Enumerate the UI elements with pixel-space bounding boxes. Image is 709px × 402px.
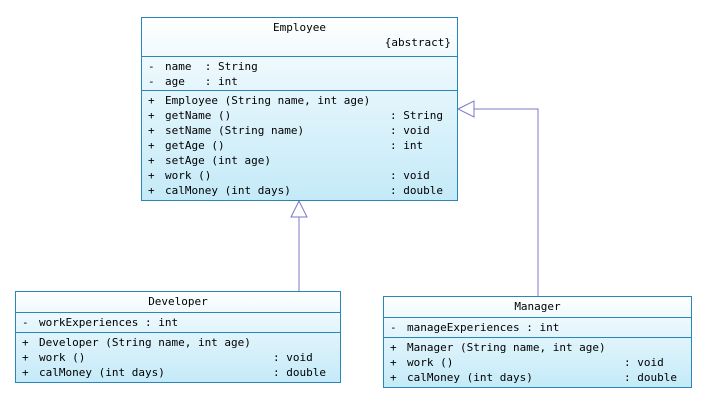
- operation-row: + Developer (String name, int age): [22, 335, 330, 350]
- operation-return-type: : double: [273, 366, 326, 379]
- visibility-marker: +: [22, 336, 29, 349]
- operation-row: + calMoney (int days) : double: [148, 183, 447, 198]
- visibility-marker: +: [390, 341, 397, 354]
- operation-row: + Employee (String name, int age): [148, 93, 447, 108]
- visibility-marker: +: [148, 139, 155, 152]
- visibility-marker: -: [148, 75, 155, 88]
- attribute-name: workExperiences : int: [39, 316, 179, 329]
- manager-operations: + Manager (String name, int age) + work ()…: [384, 337, 691, 387]
- operation-signature: getAge (): [165, 139, 225, 152]
- operation-return-type: [390, 93, 447, 108]
- employee-class-name: Employee: [273, 21, 326, 34]
- operation-row: + work () : void: [22, 350, 330, 365]
- visibility-marker: -: [390, 321, 397, 334]
- operation-return-type: : void: [390, 124, 430, 137]
- developer-class[interactable]: Developer - workExperiences : int + Devel…: [15, 291, 341, 383]
- employee-operations: + Employee (String name, int age) + getNam…: [142, 90, 457, 200]
- operation-signature: getName (): [165, 109, 232, 122]
- operation-return-type: : double: [624, 371, 677, 384]
- visibility-marker: +: [148, 184, 155, 197]
- operation-row: + getName () : String: [148, 108, 447, 123]
- operation-row: + setAge (int age): [148, 153, 447, 168]
- employee-class[interactable]: Employee {abstract} - name : String - ag…: [141, 17, 458, 201]
- attribute-name: manageExperiences : int: [407, 321, 560, 334]
- operation-return-type: [273, 335, 330, 350]
- operation-return-type: : double: [390, 184, 443, 197]
- visibility-marker: -: [148, 60, 155, 73]
- operation-return-type: : void: [273, 351, 313, 364]
- attribute-name: age : int: [165, 75, 238, 88]
- operation-signature: work (): [39, 351, 86, 364]
- manager-header: Manager: [384, 297, 691, 317]
- visibility-marker: +: [148, 94, 155, 107]
- operation-signature: setName (String name): [165, 124, 305, 137]
- visibility-marker: +: [148, 154, 155, 167]
- operation-row: + calMoney (int days) : double: [390, 370, 681, 385]
- manager-attributes: - manageExperiences : int: [384, 317, 691, 337]
- operation-return-type: : String: [390, 109, 443, 122]
- operation-signature: Manager (String name, int age): [407, 341, 606, 354]
- manager-inheritance-line: [474, 108, 539, 296]
- visibility-marker: +: [22, 351, 29, 364]
- operation-return-type: : void: [624, 356, 664, 369]
- operation-signature: setAge (int age): [165, 154, 271, 167]
- operation-signature: Developer (String name, int age): [39, 336, 251, 349]
- visibility-marker: +: [390, 356, 397, 369]
- operation-row: + work () : void: [390, 355, 681, 370]
- visibility-marker: -: [22, 316, 29, 329]
- developer-class-name: Developer: [148, 295, 208, 308]
- developer-attributes: - workExperiences : int: [16, 312, 340, 332]
- employee-attributes: - name : String - age : int: [142, 56, 457, 90]
- operation-signature: calMoney (int days): [407, 371, 533, 384]
- developer-inheritance-arrowhead: [290, 199, 308, 218]
- manager-class[interactable]: Manager - manageExperiences : int + Manag…: [383, 296, 692, 388]
- employee-header: Employee {abstract}: [142, 18, 457, 56]
- operation-row: + calMoney (int days) : double: [22, 365, 330, 380]
- visibility-marker: +: [390, 371, 397, 384]
- operation-row: + Manager (String name, int age): [390, 340, 681, 355]
- attribute-row: - manageExperiences : int: [390, 320, 685, 335]
- operation-signature: calMoney (int days): [165, 184, 291, 197]
- visibility-marker: +: [148, 124, 155, 137]
- manager-inheritance-arrowhead: [456, 100, 475, 118]
- operation-return-type: : void: [390, 169, 430, 182]
- attribute-row: - name : String: [148, 59, 451, 74]
- visibility-marker: +: [148, 169, 155, 182]
- attribute-name: name : String: [165, 60, 258, 73]
- developer-header: Developer: [16, 292, 340, 312]
- operation-return-type: [390, 153, 447, 168]
- visibility-marker: +: [22, 366, 29, 379]
- attribute-row: - age : int: [148, 74, 451, 89]
- operation-signature: Employee (String name, int age): [165, 94, 371, 107]
- operation-signature: calMoney (int days): [39, 366, 165, 379]
- operation-row: + work () : void: [148, 168, 447, 183]
- operation-return-type: : int: [390, 139, 424, 152]
- developer-operations: + Developer (String name, int age) + work …: [16, 332, 340, 382]
- attribute-row: - workExperiences : int: [22, 315, 334, 330]
- employee-stereotype: {abstract}: [384, 36, 451, 49]
- operation-signature: work (): [407, 356, 454, 369]
- operation-signature: work (): [165, 169, 212, 182]
- operation-return-type: [624, 340, 681, 355]
- manager-class-name: Manager: [514, 300, 561, 313]
- visibility-marker: +: [148, 109, 155, 122]
- operation-row: + getAge () : int: [148, 138, 447, 153]
- operation-row: + setName (String name) : void: [148, 123, 447, 138]
